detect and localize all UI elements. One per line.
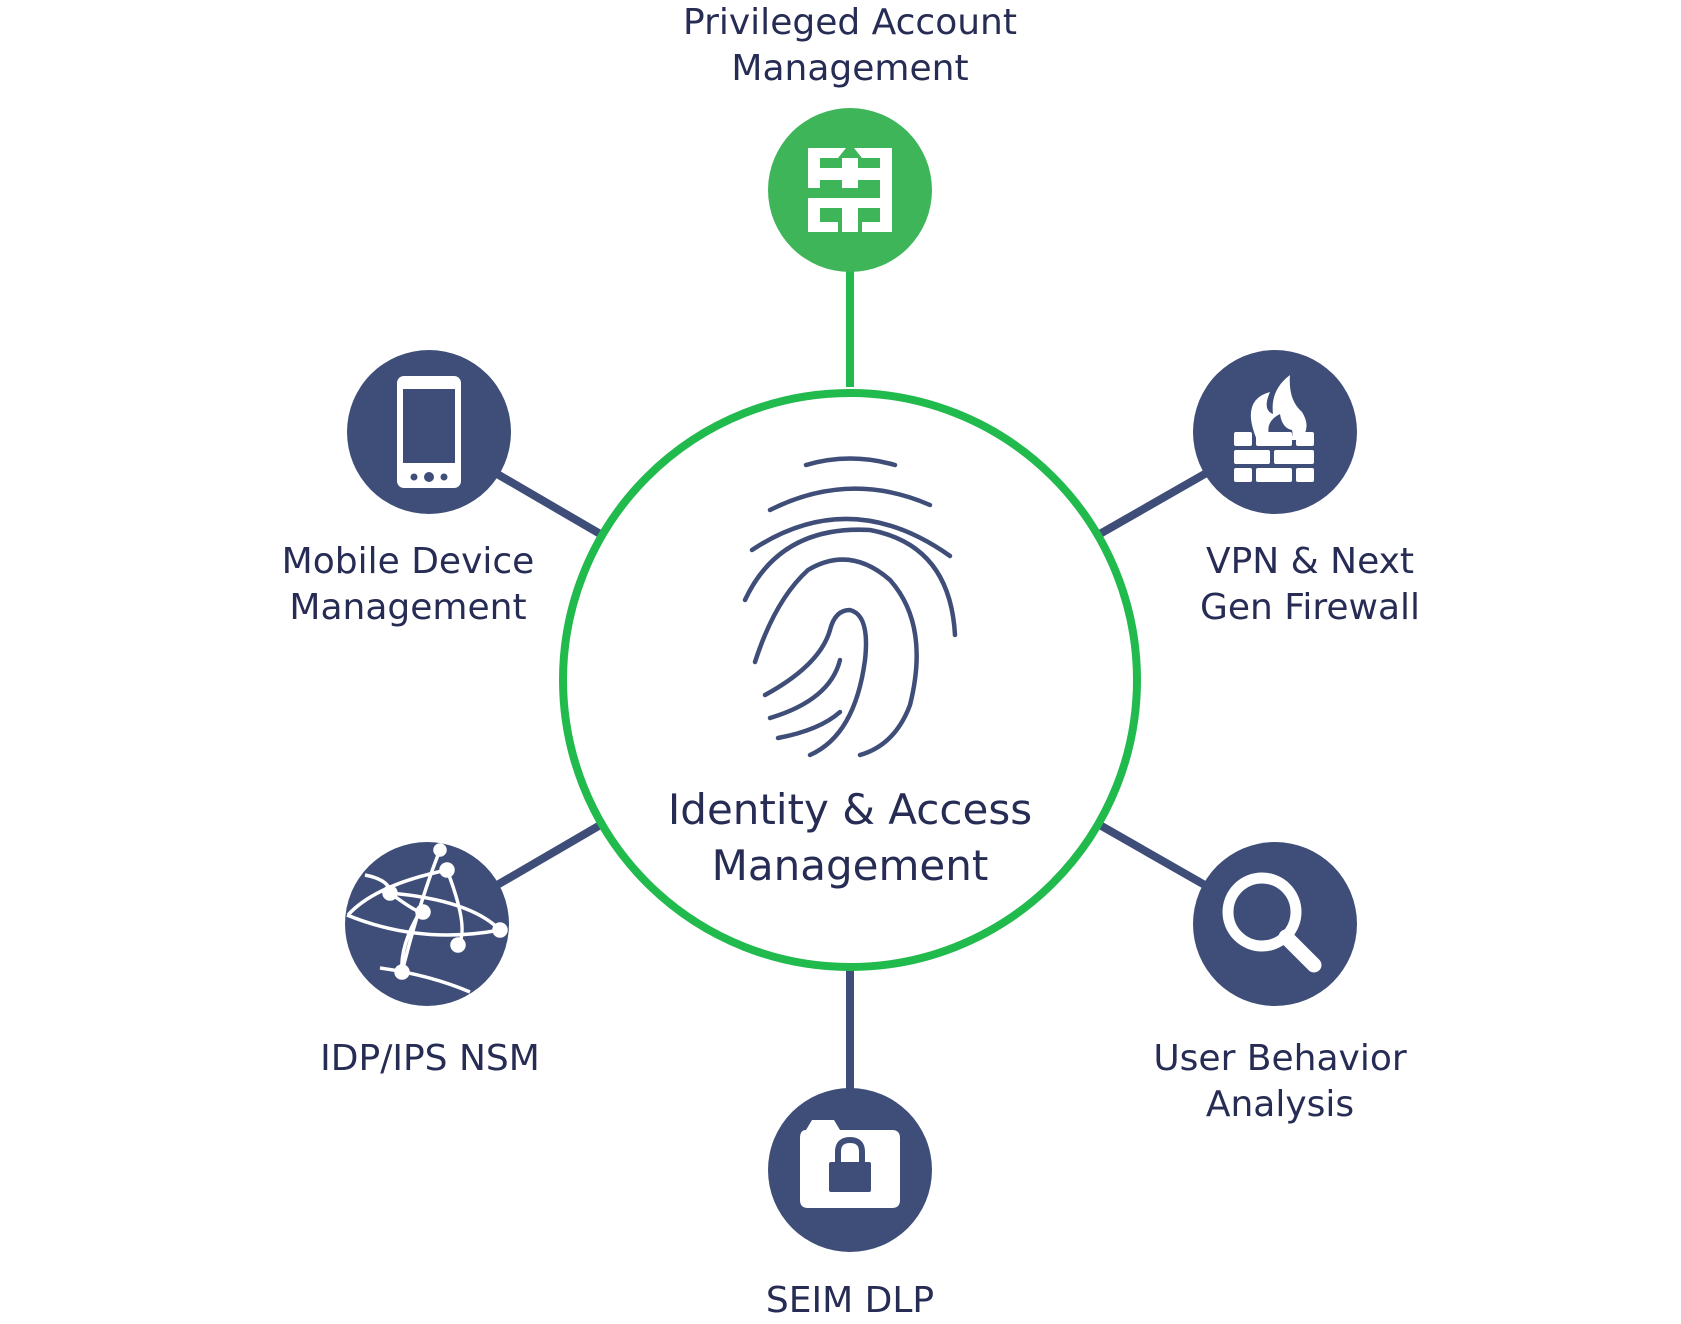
- pam-label-line1: Privileged Account: [683, 2, 1017, 43]
- center-label: Identity & Access Management: [620, 782, 1080, 894]
- uba-label-line1: User Behavior: [1153, 1038, 1407, 1079]
- pam-node: [768, 108, 932, 272]
- mdm-label-line1: Mobile Device: [281, 541, 535, 582]
- mdm-label: Mobile Device Management: [228, 539, 588, 631]
- center-label-line1: Identity & Access: [667, 785, 1033, 834]
- vpn-label-line1: VPN & Next: [1205, 541, 1415, 582]
- magnifier-icon: [1222, 872, 1322, 973]
- pam-label-line2: Management: [731, 48, 969, 89]
- uba-label-line2: Analysis: [1205, 1084, 1355, 1125]
- seim-label-line1: SEIM DLP: [765, 1280, 935, 1321]
- uba-node: [1193, 842, 1357, 1006]
- pam-logo-icon: [808, 148, 892, 232]
- connector-mdm: [489, 467, 605, 539]
- camera-lock-icon: [800, 1120, 900, 1208]
- uba-label: User Behavior Analysis: [1120, 1036, 1440, 1128]
- connector-uba: [1096, 820, 1212, 892]
- seim-label: SEIM DLP: [680, 1278, 1020, 1324]
- connector-idp: [489, 820, 605, 892]
- mobile-phone-icon: [397, 376, 461, 488]
- network-globe-icon: [346, 843, 508, 994]
- vpn-label-line2: Gen Firewall: [1199, 587, 1421, 628]
- firewall-icon: [1234, 375, 1314, 482]
- idp-label: IDP/IPS NSM: [250, 1036, 610, 1082]
- idp-label-line1: IDP/IPS NSM: [320, 1038, 540, 1079]
- vpn-label: VPN & Next Gen Firewall: [1150, 539, 1470, 631]
- fingerprint-icon: [742, 456, 958, 758]
- connector-vpn: [1096, 467, 1212, 539]
- center-ring: [559, 389, 1141, 971]
- center-label-line2: Management: [711, 841, 989, 890]
- pam-label: Privileged Account Management: [630, 0, 1070, 92]
- mdm-label-line2: Management: [289, 587, 527, 628]
